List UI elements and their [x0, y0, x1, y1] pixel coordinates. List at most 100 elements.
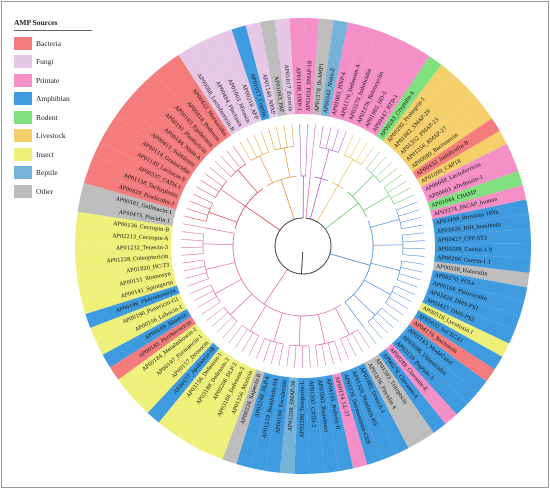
ring-segment — [85, 285, 180, 328]
ring-segment — [265, 376, 290, 473]
branch-line — [299, 124, 302, 177]
ring-segment — [154, 63, 224, 146]
legend-swatch — [14, 129, 32, 143]
ring-segment — [75, 241, 172, 256]
ring-segment — [260, 19, 287, 117]
leaf-label: AP02213_Cecropin-A — [111, 233, 168, 242]
branch-line — [401, 224, 424, 230]
branch-arc — [314, 176, 328, 181]
source-color-ring — [75, 17, 532, 474]
leaf-label: AP01034_SMAP-18 — [306, 61, 314, 113]
branch-line — [291, 124, 295, 147]
ring-segment — [361, 41, 417, 132]
branch-line — [278, 343, 284, 366]
branch-line — [268, 128, 275, 151]
branch-line — [220, 155, 236, 173]
branch-line — [344, 134, 354, 156]
branch-line — [275, 126, 282, 149]
branch-line — [398, 209, 420, 217]
branch-line — [377, 312, 394, 328]
branch-line — [337, 159, 354, 186]
ring-segment — [166, 55, 231, 141]
legend-label: Bacteria — [36, 38, 61, 48]
ring-segment — [315, 376, 339, 474]
branch-line — [189, 200, 211, 210]
branch-line — [402, 240, 425, 242]
ring-segment — [118, 323, 202, 392]
branch-line — [399, 273, 421, 280]
leaf-label: AP00286_Caerin-1.1 — [436, 255, 491, 266]
legend-title: AMP Sources — [14, 18, 58, 27]
branch-line — [338, 131, 347, 153]
branch-line — [362, 325, 377, 344]
ring-segment — [332, 372, 368, 469]
ring-segment — [407, 106, 492, 173]
leaf-label: AP01208_SMAP-34 — [287, 380, 297, 432]
branch-line — [186, 208, 208, 216]
legend-item: Livestock — [14, 127, 92, 146]
branch-line — [273, 312, 283, 342]
ring-segment — [421, 143, 514, 195]
branch-line — [308, 345, 311, 368]
branch-line — [232, 145, 246, 165]
branch-line — [305, 124, 308, 177]
branch-line — [214, 161, 232, 177]
legend-item: Rodent — [14, 108, 92, 127]
branch-line — [298, 315, 301, 346]
ring-segment — [95, 301, 187, 355]
ring-segment — [170, 353, 234, 440]
branch-line — [379, 168, 398, 183]
branch-arc — [383, 187, 395, 205]
branch-line — [383, 174, 402, 188]
leaf-label: AP01108_HNP-1 — [295, 66, 302, 111]
ring-segment — [348, 366, 396, 461]
branch-line — [370, 219, 400, 228]
branch-line — [318, 314, 326, 344]
branch-line — [245, 205, 281, 231]
branch-line — [280, 179, 295, 220]
branch-line — [400, 267, 423, 273]
ring-segment — [100, 128, 190, 186]
ring-segment — [320, 20, 349, 117]
branch-line — [401, 260, 424, 265]
ring-segment — [124, 93, 205, 165]
ring-segment — [75, 226, 172, 244]
branch-line — [387, 180, 407, 193]
ring-segment — [110, 316, 197, 380]
branch-line — [344, 301, 364, 327]
branch-line — [370, 156, 387, 173]
branch-line — [402, 232, 425, 236]
branch-line — [205, 262, 236, 270]
branch-arc — [234, 188, 264, 229]
legend-item: Primate — [14, 71, 92, 90]
legend-divider — [14, 30, 92, 31]
branch-line — [327, 342, 334, 365]
ring-segment — [425, 286, 520, 331]
branch-line — [366, 151, 381, 169]
ring-segment — [88, 155, 182, 202]
leaf-label: AP03388_Temporin-L — [300, 380, 306, 438]
ring-segment — [356, 363, 409, 455]
legend-item: Amphibian — [14, 90, 92, 109]
branch-line — [309, 178, 322, 220]
ring-segment — [204, 34, 254, 128]
legend-swatch — [14, 147, 32, 161]
ring-segment — [294, 377, 310, 474]
branch-line — [346, 336, 357, 357]
branch-line — [394, 285, 415, 295]
branch-line — [255, 338, 265, 359]
ring-segment — [143, 72, 218, 152]
leaf-label: AP01232_Tenecin-3 — [115, 245, 168, 252]
branch-arc — [232, 233, 342, 317]
branch-line — [305, 176, 311, 219]
branch-line — [294, 345, 297, 368]
legend-swatch — [14, 36, 32, 50]
branch-line — [183, 266, 206, 272]
ring-segment — [434, 243, 532, 259]
branch-line — [319, 125, 324, 148]
ring-segment — [77, 197, 175, 227]
ring-segment — [289, 17, 305, 115]
branch-line — [190, 284, 211, 294]
